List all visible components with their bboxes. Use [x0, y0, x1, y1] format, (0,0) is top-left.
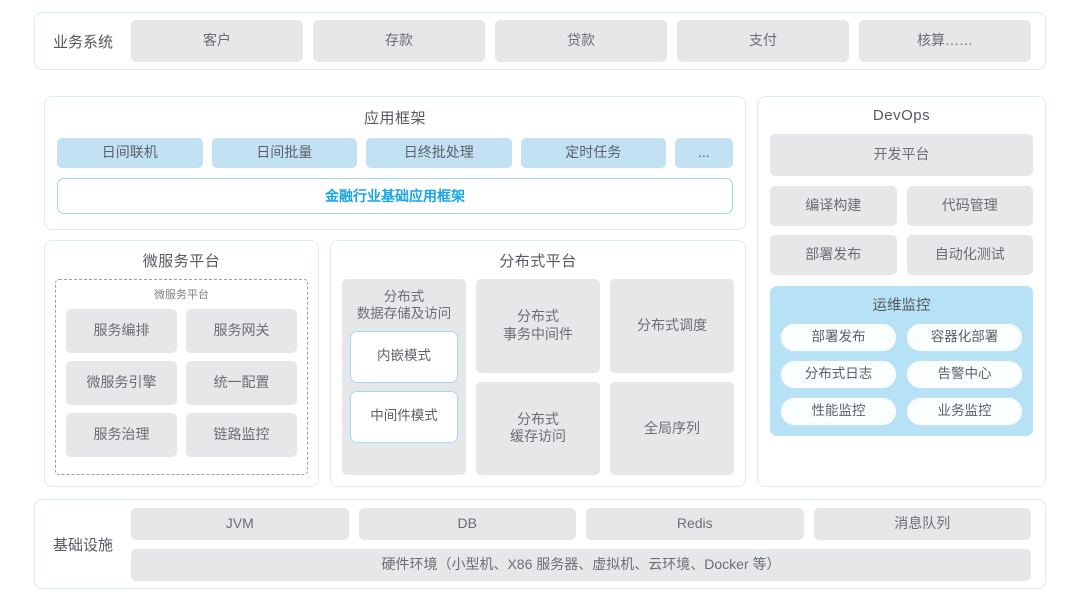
- business-system-chips: 客户 存款 贷款 支付 核算……: [131, 20, 1045, 62]
- business-chip-loan[interactable]: 贷款: [495, 20, 667, 62]
- dist-chip-global-sequence[interactable]: 全局序列: [610, 381, 734, 475]
- microservice-inner-title: 微服务平台: [154, 289, 209, 301]
- ms-chip-microservice-engine[interactable]: 微服务引擎: [66, 361, 177, 405]
- infra-chip-hardware-environment[interactable]: 硬件环境（小型机、X86 服务器、虚拟机、云环境、Docker 等）: [131, 548, 1031, 581]
- app-chip-scheduled-task[interactable]: 定时任务: [520, 138, 666, 168]
- infra-chip-jvm[interactable]: JVM: [131, 507, 349, 540]
- devops-chip-automated-testing[interactable]: 自动化测试: [906, 235, 1033, 275]
- devops-chip-compile-build[interactable]: 编译构建: [770, 186, 897, 226]
- app-chip-daytime-batch[interactable]: 日间批量: [211, 138, 357, 168]
- devops-panel: DevOps 开发平台 编译构建 代码管理 部署发布 自动化测试 运维监控 部署…: [757, 96, 1046, 487]
- monitor-chip-alert-center[interactable]: 告警中心: [906, 360, 1023, 389]
- ms-chip-trace-monitoring[interactable]: 链路监控: [186, 413, 297, 457]
- devops-chip-deploy-release[interactable]: 部署发布: [770, 235, 897, 275]
- ms-chip-service-orchestration[interactable]: 服务编排: [66, 309, 177, 353]
- dist-chip-data-storage-access[interactable]: 分布式 数据存储及访问 内嵌模式 中间件模式: [342, 279, 466, 475]
- ops-monitoring-title: 运维监控: [872, 298, 931, 314]
- monitor-chip-containerized-deploy[interactable]: 容器化部署: [906, 323, 1023, 352]
- infrastructure-row: 基础设施 JVM DB Redis 消息队列 硬件环境（小型机、X86 服务器、…: [34, 499, 1046, 589]
- dist-chip-transaction-middleware[interactable]: 分布式 事务中间件: [476, 279, 600, 373]
- monitor-chip-business-monitoring[interactable]: 业务监控: [906, 397, 1023, 426]
- app-chip-eod-batch[interactable]: 日终批处理: [366, 138, 512, 168]
- distributed-platform-title: 分布式平台: [499, 253, 577, 270]
- distributed-chips: 分布式 事务中间件 分布式调度 分布式 缓存访问 全局序列: [476, 279, 734, 475]
- microservice-inner-box: 微服务平台 服务编排 服务网关 微服务引擎 统一配置 服务治理 链路监控: [55, 279, 308, 475]
- monitor-chip-performance-monitoring[interactable]: 性能监控: [780, 397, 897, 426]
- infra-chip-redis[interactable]: Redis: [586, 507, 804, 540]
- infra-chip-db[interactable]: DB: [358, 507, 576, 540]
- business-chip-deposit[interactable]: 存款: [313, 20, 485, 62]
- app-chip-daytime-online[interactable]: 日间联机: [57, 138, 203, 168]
- business-chip-customer[interactable]: 客户: [131, 20, 303, 62]
- finance-base-framework-banner: 金融行业基础应用框架: [57, 178, 733, 214]
- microservice-chips: 服务编排 服务网关 微服务引擎 统一配置 服务治理 链路监控: [66, 309, 297, 457]
- distributed-platform-body: 分布式 数据存储及访问 内嵌模式 中间件模式 分布式 事务中间件 分布式调度 分…: [342, 279, 734, 475]
- dist-chip-middleware-mode[interactable]: 中间件模式: [350, 390, 458, 443]
- distributed-storage-column: 分布式 数据存储及访问 内嵌模式 中间件模式: [342, 279, 466, 475]
- monitor-chip-deploy-release[interactable]: 部署发布: [780, 323, 897, 352]
- ops-monitoring-chips: 部署发布 容器化部署 分布式日志 告警中心 性能监控 业务监控: [780, 323, 1023, 426]
- application-framework-panel: 应用框架 日间联机 日间批量 日终批处理 定时任务 ... 金融行业基础应用框架: [44, 96, 746, 230]
- business-chip-payment[interactable]: 支付: [677, 20, 849, 62]
- dist-chip-cache-access[interactable]: 分布式 缓存访问: [476, 381, 600, 475]
- business-chip-accounting[interactable]: 核算……: [859, 20, 1031, 62]
- dist-storage-title: 分布式 数据存储及访问: [356, 289, 452, 321]
- dist-chip-scheduling[interactable]: 分布式调度: [610, 279, 734, 373]
- application-framework-title: 应用框架: [363, 110, 426, 127]
- infrastructure-stack: JVM DB Redis 消息队列 硬件环境（小型机、X86 服务器、虚拟机、云…: [131, 507, 1045, 581]
- app-chip-more[interactable]: ...: [675, 138, 733, 168]
- infra-chip-message-queue[interactable]: 消息队列: [813, 507, 1031, 540]
- business-system-label: 业务系统: [52, 33, 113, 51]
- monitor-chip-distributed-log[interactable]: 分布式日志: [780, 360, 897, 389]
- ms-chip-unified-config[interactable]: 统一配置: [186, 361, 297, 405]
- microservice-platform-title: 微服务平台: [142, 253, 221, 270]
- business-system-row: 业务系统 客户 存款 贷款 支付 核算……: [34, 12, 1046, 70]
- infrastructure-chips: JVM DB Redis 消息队列: [131, 507, 1031, 540]
- devops-chip-dev-platform[interactable]: 开发平台: [770, 134, 1033, 176]
- devops-chip-code-management[interactable]: 代码管理: [906, 186, 1033, 226]
- ms-chip-service-governance[interactable]: 服务治理: [66, 413, 177, 457]
- dist-chip-embedded-mode[interactable]: 内嵌模式: [350, 330, 458, 383]
- ops-monitoring-panel: 运维监控 部署发布 容器化部署 分布式日志 告警中心 性能监控 业务监控: [770, 286, 1033, 436]
- devops-title: DevOps: [872, 107, 931, 124]
- microservice-platform-panel: 微服务平台 微服务平台 服务编排 服务网关 微服务引擎 统一配置 服务治理 链路…: [44, 240, 319, 487]
- application-framework-chips: 日间联机 日间批量 日终批处理 定时任务 ...: [57, 138, 733, 168]
- infrastructure-label: 基础设施: [52, 536, 113, 554]
- distributed-platform-panel: 分布式平台 分布式 数据存储及访问 内嵌模式 中间件模式 分布式 事务中间件 分…: [330, 240, 746, 487]
- devops-chips: 编译构建 代码管理 部署发布 自动化测试: [770, 186, 1033, 275]
- ms-chip-service-gateway[interactable]: 服务网关: [186, 309, 297, 353]
